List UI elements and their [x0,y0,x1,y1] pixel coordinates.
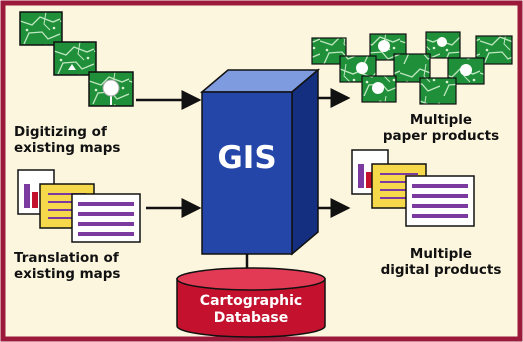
blue-cube-icon [199,68,321,256]
digital-products-label-line1: Multiple [410,246,472,262]
database-label-line1: Cartographic [200,293,302,309]
stacked-document-pages-icon [17,169,141,243]
translation-label-line2: existing maps [14,266,120,282]
translation-label-line1: Translation of [14,250,119,266]
digital-products-label-line2: digital products [381,262,502,278]
scattered-map-tiles-icon [311,31,513,105]
paper-products-label-line1: Multiple [410,112,472,128]
digitizing-label-line2: existing maps [14,140,120,156]
stacked-document-pages-icon [351,149,475,227]
stacked-map-tiles-icon [19,11,134,107]
database-cylinder-icon [176,267,326,338]
database-label-line2: Database [214,310,289,326]
gis-label: GIS [217,140,276,176]
paper-products-label-line2: paper products [383,128,499,144]
digitizing-label-line1: Digitizing of [14,124,107,140]
